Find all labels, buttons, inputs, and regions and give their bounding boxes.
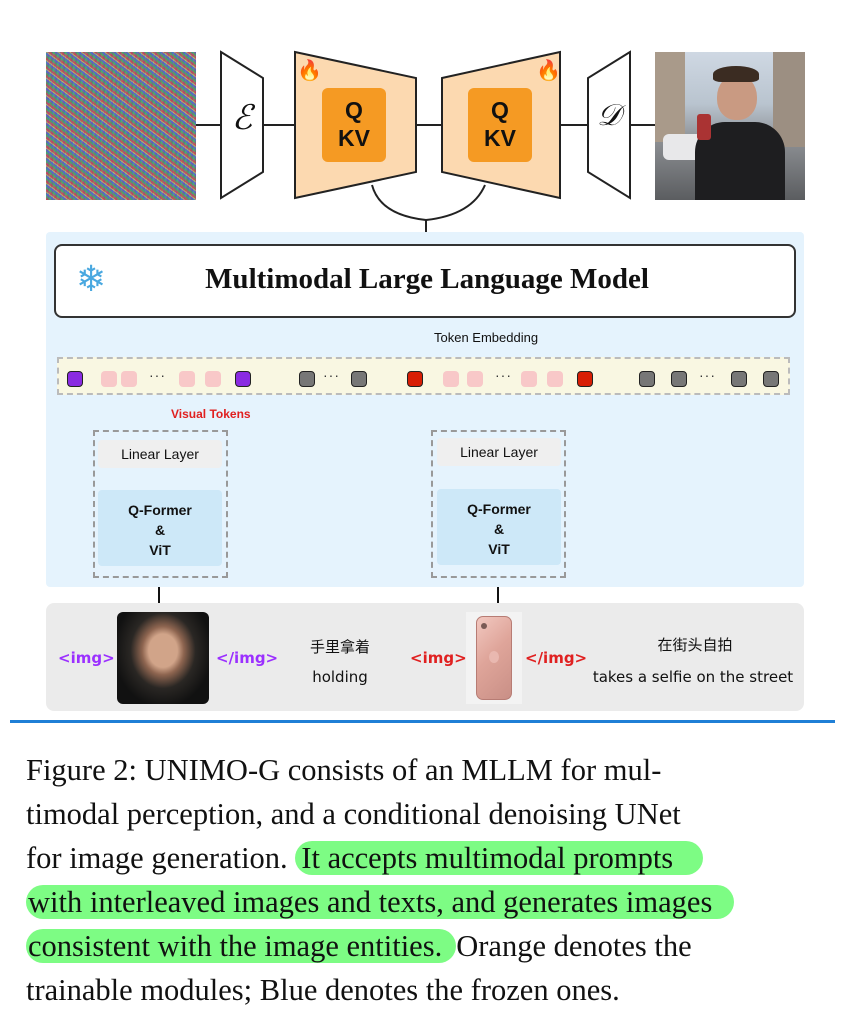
visual-token: [179, 371, 195, 387]
mllm-title: Multimodal Large Language Model: [205, 263, 649, 295]
ellipsis: ···: [323, 367, 340, 383]
caption-line: Figure 2: UNIMO-G consists of an MLLM fo…: [26, 753, 662, 787]
right-encoder-group: [431, 430, 566, 578]
text-token: [763, 371, 779, 387]
visual-token: [521, 371, 537, 387]
img-close-tag: </img>: [525, 649, 588, 667]
img-close-tag: </img>: [216, 649, 279, 667]
decoder-shape: [587, 50, 631, 200]
left-encoder-group: [93, 430, 228, 578]
figure-caption: Figure 2: UNIMO-G consists of an MLLM fo…: [26, 748, 836, 1012]
zh-text-2: 在街头自拍: [657, 636, 733, 654]
unet-down-attention: Q KV: [322, 88, 386, 162]
visual-token: [205, 371, 221, 387]
img-open-tag: <img>: [410, 649, 467, 667]
mllm-box: ❄ Multimodal Large Language Model: [54, 244, 796, 318]
q-label: Q: [345, 97, 363, 123]
q-label: Q: [491, 97, 509, 123]
zh-text-1: 手里拿着: [309, 638, 370, 656]
caption-line: for image generation. It accepts multimo…: [26, 836, 836, 880]
noise-image: [46, 52, 196, 200]
ellipsis: ···: [149, 367, 166, 383]
token-embedding-label: Token Embedding: [434, 330, 539, 345]
text-token: [671, 371, 687, 387]
visual-tokens-label: Visual Tokens: [171, 407, 251, 421]
caption-highlight: consistent with the image entities.: [26, 929, 457, 963]
qformer-label: Q-Former: [467, 501, 531, 517]
token-sequence: ··· ··· ··· ···: [57, 357, 790, 395]
image-boundary-token: [67, 371, 83, 387]
text-token: [639, 371, 655, 387]
visual-token: [121, 371, 137, 387]
caption-line: timodal perception, and a conditional de…: [26, 797, 681, 831]
visual-token: [547, 371, 563, 387]
encoder-symbol: ℰ: [231, 98, 253, 138]
kv-label: KV: [484, 125, 516, 151]
ellipsis: ···: [495, 367, 512, 383]
generated-image: [655, 52, 805, 200]
text-token: [731, 371, 747, 387]
caption-text: for image generation.: [26, 841, 288, 875]
qformer-vit-left: Q-Former & ViT: [98, 490, 222, 566]
portrait-image: [117, 612, 209, 704]
ellipsis: ···: [699, 367, 716, 383]
unet-up-attention: Q KV: [468, 88, 532, 162]
visual-token: [101, 371, 117, 387]
linear-layer-right: Linear Layer: [437, 438, 561, 466]
caption-text: Orange denotes the: [456, 929, 692, 963]
fork-connector: [371, 184, 486, 222]
phone-shape: [476, 616, 512, 700]
image-boundary-token: [407, 371, 423, 387]
fire-icon: 🔥: [297, 60, 322, 82]
separator-rule: [10, 720, 835, 723]
amp-label: &: [154, 522, 166, 538]
caption-line: with interleaved images and texts, and g…: [26, 880, 836, 924]
en-text-2: takes a selfie on the street: [592, 668, 794, 686]
vit-label: ViT: [149, 542, 171, 558]
qformer-vit-right: Q-Former & ViT: [437, 489, 561, 565]
text-token: [351, 371, 367, 387]
en-text-1: holding: [312, 668, 368, 686]
decoder-symbol: 𝒟: [597, 98, 621, 133]
amp-label: &: [493, 521, 505, 537]
caption-highlight: It accepts multimodal prompts: [295, 841, 704, 875]
qformer-label: Q-Former: [128, 502, 192, 518]
vit-label: ViT: [488, 541, 510, 557]
visual-token: [467, 371, 483, 387]
image-boundary-token: [235, 371, 251, 387]
fire-icon: 🔥: [536, 60, 561, 82]
caption-highlight: with interleaved images and texts, and g…: [26, 885, 735, 919]
encoder-shape: [220, 50, 264, 200]
text-token: [299, 371, 315, 387]
linear-layer-left: Linear Layer: [98, 440, 222, 468]
img-open-tag: <img>: [58, 649, 115, 667]
kv-label: KV: [338, 125, 370, 151]
image-boundary-token: [577, 371, 593, 387]
caption-line: consistent with the image entities.Orang…: [26, 924, 836, 968]
snowflake-icon: ❄: [76, 258, 107, 299]
visual-token: [443, 371, 459, 387]
caption-line: trainable modules; Blue denotes the froz…: [26, 973, 620, 1007]
